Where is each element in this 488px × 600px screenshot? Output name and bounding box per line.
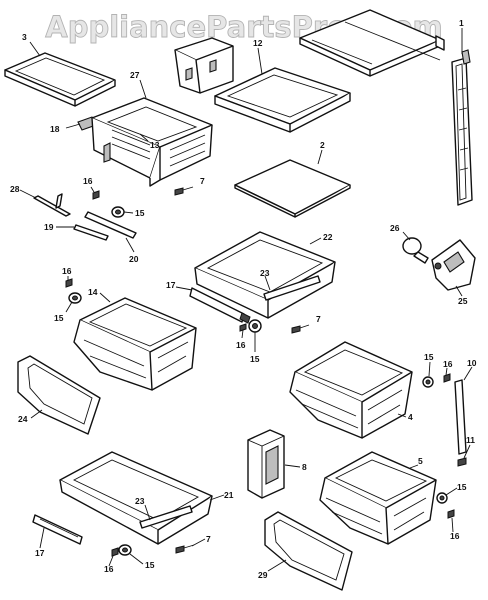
shelf-top-right [299,9,445,77]
slide-17 [32,514,83,545]
callout-23b: 23 [135,496,145,506]
callout-16e: 16 [450,531,460,541]
knob-15e [436,492,448,504]
callout-25: 25 [458,296,468,306]
rail-1 [451,49,473,206]
screw-16b [239,323,247,332]
shelf-frame-3 [4,52,116,107]
callout-28: 28 [10,184,20,194]
crisper-drawer-14 [73,297,197,391]
crisper-drawer-5 [319,451,437,545]
shelf-12 [214,67,351,133]
callout-4: 4 [408,412,413,422]
callout-20: 20 [129,254,139,264]
clip-11 [457,457,467,467]
knob-15a [111,206,125,218]
callout-17a: 17 [166,280,176,290]
screw-16e [447,509,455,519]
callout-16a: 16 [83,176,93,186]
callout-7a: 7 [200,176,205,186]
callout-1: 1 [459,18,464,28]
callout-labels: 3 18 27 13 12 1 2 7 28 16 15 19 20 22 23… [10,18,477,580]
shelf-22 [189,231,336,324]
knob-15f [118,544,132,556]
callout-14: 14 [88,287,98,297]
screw-16d [443,373,451,383]
knob-15b [248,319,262,333]
drawer-cover-29 [264,511,353,591]
bin-8 [247,429,285,499]
screw-16a [92,190,100,200]
callout-2: 2 [320,140,325,150]
callout-13: 13 [150,140,160,150]
callout-22: 22 [323,232,333,242]
callout-15d: 15 [424,352,434,362]
callout-7c: 7 [206,534,211,544]
callout-16f: 16 [104,564,114,574]
shelf-21 [59,451,213,545]
callout-29: 29 [258,570,268,580]
callout-8: 8 [302,462,307,472]
callout-15b: 15 [250,354,260,364]
callout-19: 19 [44,222,54,232]
callout-12: 12 [253,38,263,48]
callout-7b: 7 [316,314,321,324]
screw-16f [111,547,119,557]
screw-7b [291,324,310,334]
light-bulb-26 [402,237,429,264]
callout-26: 26 [390,223,400,233]
crisper-drawer-4 [289,341,413,439]
callout-15c: 15 [54,313,64,323]
bracket-top [174,37,234,94]
callout-15f: 15 [145,560,155,570]
callout-17b: 17 [35,548,45,558]
callout-27: 27 [130,70,140,80]
callout-15a: 15 [135,208,145,218]
callout-10: 10 [467,358,477,368]
screw-16c [65,278,73,288]
rod-28 [33,193,71,217]
callout-23a: 23 [260,268,270,278]
callout-24: 24 [18,414,28,424]
callout-21: 21 [224,490,234,500]
knob-15d [422,376,434,388]
callout-16d: 16 [443,359,453,369]
callout-15e: 15 [457,482,467,492]
crisper-cover-27 [91,97,213,187]
callout-18: 18 [50,124,60,134]
callout-16b: 16 [236,340,246,350]
glass-panel-2 [234,159,351,218]
callout-11: 11 [466,435,475,445]
callout-5: 5 [418,456,423,466]
screw-7c [175,544,195,554]
slide-20 [84,211,137,239]
rod-19 [73,224,109,241]
light-socket-25 [431,239,476,291]
screw-7a [174,186,194,196]
callout-3: 3 [22,32,27,42]
callout-16c: 16 [62,266,72,276]
knob-15c [68,292,82,304]
drawer-cover-24 [17,355,101,435]
rail-10 [454,379,467,455]
leader-lines [19,28,473,572]
